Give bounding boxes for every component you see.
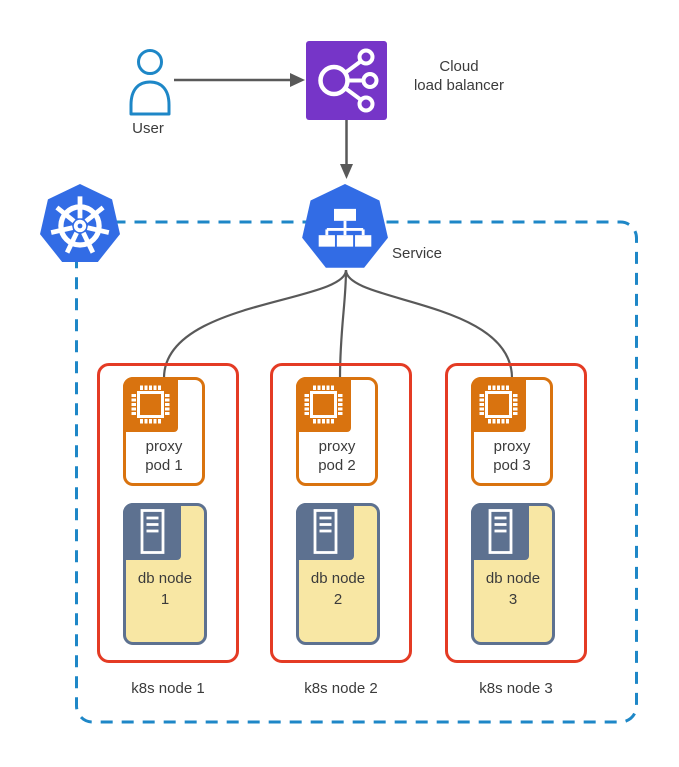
service-tree-icon [302,184,388,268]
k8s-node-label-2: k8s node 2 [304,680,378,697]
proxy-pod-label: proxy pod 1 [145,438,183,474]
cpu-chip-icon [479,385,518,424]
server-icon [488,509,513,554]
k8s-node-box-3: proxy pod 3 db node 3 [445,363,587,663]
k8s-node-box-1: proxy pod 1 db node 1 [97,363,239,663]
link-service-pod2 [338,269,348,379]
db-node-label: db node 1 [137,570,193,608]
arrow-lb-to-service [340,120,353,179]
person-icon [129,49,171,116]
service-label: Service [392,245,443,262]
db-node-label: db node 3 [485,570,541,608]
arrow-user-to-lb [174,73,305,87]
proxy-pod-card: proxy pod 2 [296,377,378,486]
proxy-pod-card: proxy pod 1 [123,377,205,486]
proxy-pod-label: proxy pod 3 [493,438,531,474]
proxy-pod-label: proxy pod 2 [318,438,356,474]
server-icon [313,509,338,554]
server-icon [140,509,165,554]
load-balancer-label: Cloud load balancer [413,58,505,94]
db-node-card: db node 3 [471,503,555,645]
k8s-node-label-1: k8s node 1 [131,680,205,697]
server-badge [471,503,529,560]
server-badge [296,503,354,560]
db-node-label: db node 2 [310,570,366,608]
db-node-card: db node 1 [123,503,207,645]
user-label: User [132,120,164,137]
proxy-pod-card: proxy pod 3 [471,377,553,486]
cpu-chip-icon [304,385,343,424]
cpu-chip-badge [123,377,178,432]
cpu-chip-badge [296,377,351,432]
cpu-chip-icon [131,385,170,424]
link-service-pod3 [344,269,514,379]
cloud-load-balancer-node [306,41,387,120]
kubernetes-helm-icon [40,183,120,262]
server-badge [123,503,181,560]
k8s-node-label-3: k8s node 3 [479,680,553,697]
db-node-card: db node 2 [296,503,380,645]
cpu-chip-badge [471,377,526,432]
link-service-pod1 [162,269,348,379]
load-balancer-icon [318,48,379,113]
k8s-node-box-2: proxy pod 2 db node 2 [270,363,412,663]
service-to-pods-links [162,269,514,379]
